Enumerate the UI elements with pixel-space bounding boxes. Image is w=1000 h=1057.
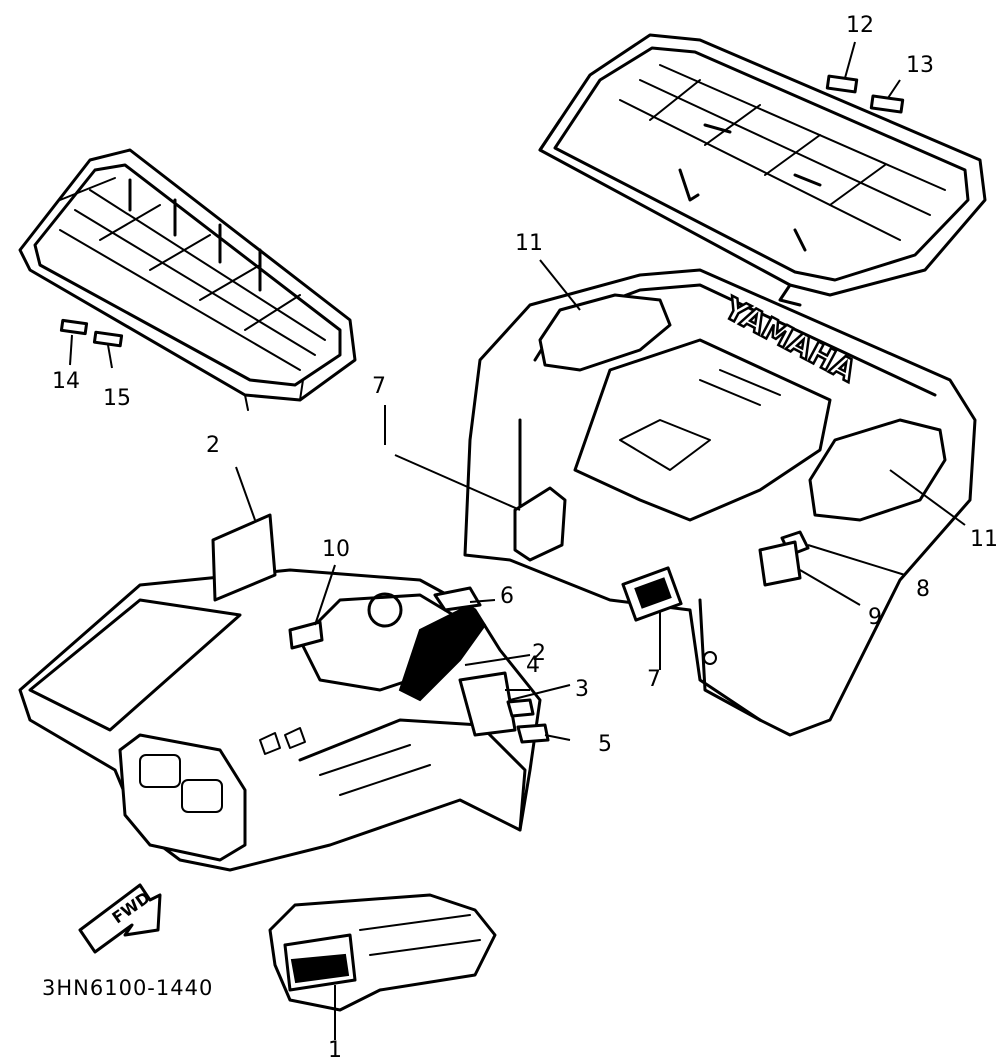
rear-carrier	[538, 33, 987, 307]
callout-11-upper: 11	[515, 231, 543, 256]
callout-4: 4	[526, 653, 540, 678]
callout-11-lower: 11	[970, 527, 998, 552]
callout-13: 13	[906, 53, 934, 78]
callout-10: 10	[322, 537, 350, 562]
callout-1: 1	[328, 1038, 342, 1057]
callout-14: 14	[52, 369, 80, 394]
callout-8: 8	[916, 577, 930, 602]
callout-5: 5	[598, 732, 612, 757]
bottom-guard	[268, 893, 497, 1012]
diagram-code: 3HN6100-1440	[42, 976, 213, 1000]
callout-2-side: 2	[532, 641, 546, 666]
callout-7-upper: 7	[372, 374, 386, 399]
fwd-arrow: FWD	[78, 883, 162, 954]
front-carrier	[18, 148, 357, 411]
callout-9: 9	[868, 605, 882, 630]
callout-3: 3	[575, 677, 589, 702]
callout-7-lower: 7	[647, 667, 661, 692]
callout-2-front: 2	[206, 433, 220, 458]
callout-6: 6	[500, 584, 514, 609]
leader-lines	[69, 41, 966, 1040]
callout-12: 12	[846, 13, 874, 38]
front-fender	[18, 513, 550, 872]
callout-15: 15	[103, 386, 131, 411]
callout-labels: 1 2 2 3 4 5 6 7 7 8 9 10 11 11 12 13 14 …	[52, 13, 998, 1057]
